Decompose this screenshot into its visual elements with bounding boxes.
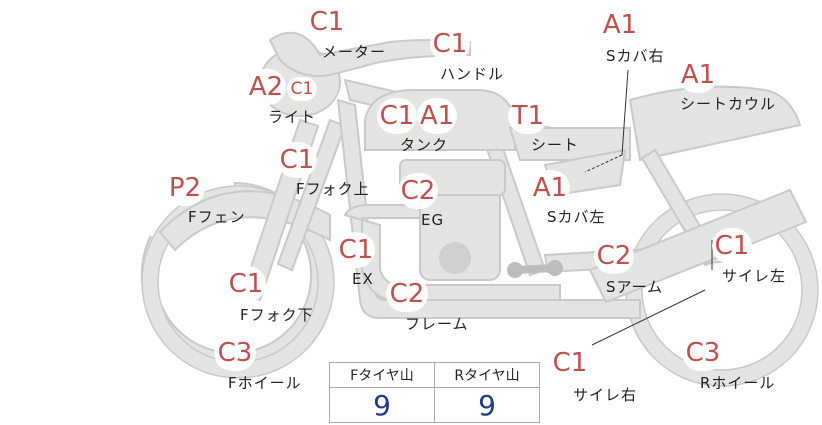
fork-upper-code: C1 [277, 142, 317, 178]
seat-cowl-code: A1 [678, 57, 718, 93]
fork-lower-code: C1 [226, 266, 266, 302]
front-fender-label: Fフェン [188, 208, 246, 226]
frame-code: C2 [386, 276, 428, 312]
tread-table: Fタイヤ山 Rタイヤ山 9 9 [329, 362, 540, 423]
leader-side-cover-r [621, 69, 629, 156]
handlebar-shape [268, 31, 471, 77]
light-code-secondary: C1 [287, 77, 317, 101]
exhaust-label: EX [352, 270, 374, 288]
swingarm-code: C2 [594, 238, 634, 274]
tank-code: C1 [377, 98, 417, 134]
side-cover-l-code: A1 [530, 170, 570, 206]
exhaust-code: C1 [337, 232, 375, 268]
frame-label: フレーム [405, 315, 469, 333]
handle-label: ハンドル [440, 65, 505, 83]
muffler-r-label: サイレ右 [573, 386, 638, 404]
front-tread-header: Fタイヤ山 [329, 362, 435, 388]
side-cover-r-label: Sカバ右 [606, 47, 665, 65]
tank-code-secondary: A1 [417, 98, 457, 134]
leader-muffler-r [591, 289, 706, 346]
meter-code: C1 [308, 4, 346, 40]
seat-cowl-label: シートカウル [680, 95, 777, 113]
rear-tread-value: 9 [434, 387, 540, 423]
muffler-r-code: C1 [550, 345, 590, 381]
muffler-shape [588, 188, 808, 304]
handle-code: C1 [430, 26, 470, 62]
fork-lower-label: Fフォク下 [240, 306, 314, 324]
light-label: ライト [268, 108, 317, 126]
front-tread-value: 9 [329, 387, 435, 423]
seat-label: シート [531, 136, 580, 154]
side-cover-l-label: Sカバ左 [547, 208, 606, 226]
tank-label: タンク [400, 136, 449, 154]
engine-code: C2 [398, 173, 438, 209]
front-wheel-label: Fホイール [228, 374, 302, 392]
fork-upper-label: Fフォク上 [296, 180, 370, 198]
seat-shape [508, 127, 631, 161]
rear-tread-header: Rタイヤ山 [434, 362, 540, 388]
engine-label: EG [421, 211, 445, 229]
meter-label: メーター [322, 43, 387, 61]
front-wheel-code: C3 [214, 335, 256, 371]
seat-cowl-shape [628, 85, 802, 162]
swingarm-label: Sアーム [606, 278, 664, 296]
rear-wheel-code: C3 [682, 335, 724, 371]
rear-wheel-label: Rホイール [700, 374, 776, 392]
muffler-l-label: サイレ左 [722, 267, 787, 285]
front-fender-code: P2 [165, 170, 205, 206]
muffler-l-code: C1 [712, 228, 752, 264]
light-code: A2 [246, 69, 286, 105]
side-cover-r-code: A1 [600, 7, 640, 43]
exhaust-shape [343, 204, 561, 301]
seat-code: T1 [508, 98, 548, 134]
